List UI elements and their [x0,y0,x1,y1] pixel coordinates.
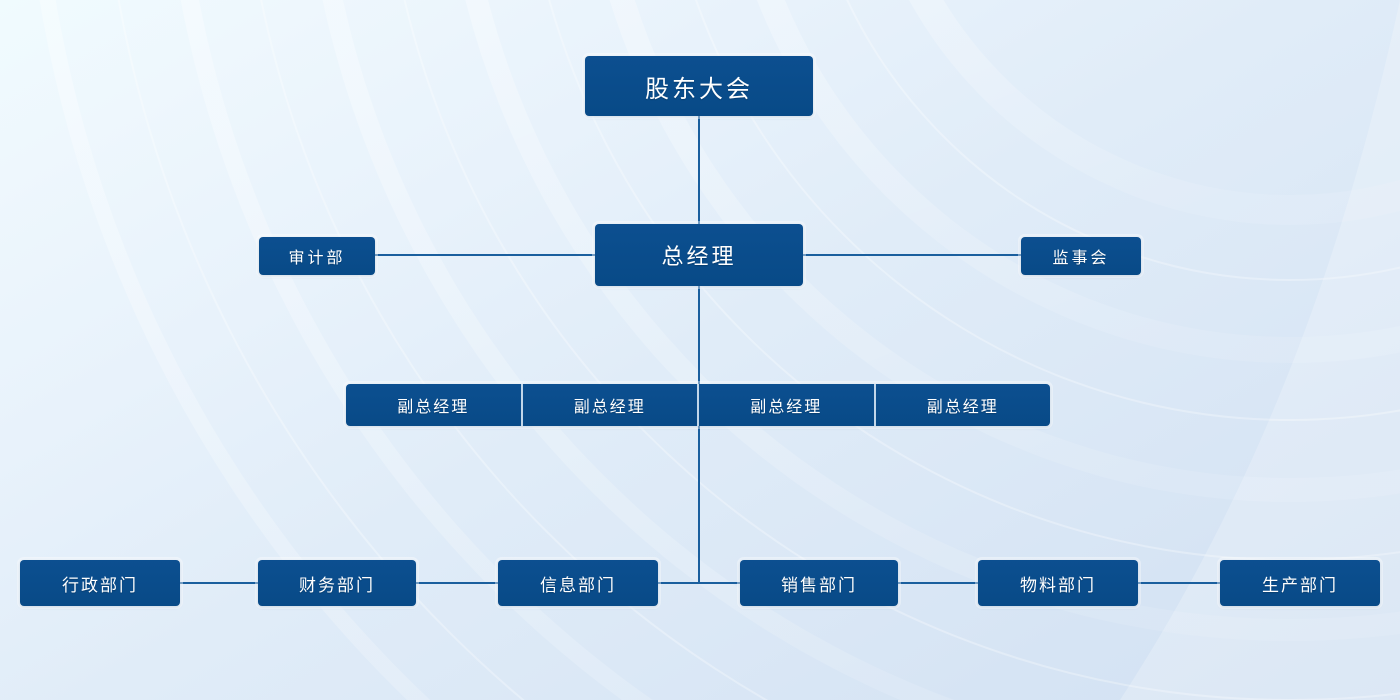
node-general-manager[interactable]: 总经理 [595,224,803,286]
node-deputy-general-manager-4[interactable]: 副总经理 [873,384,1050,426]
node-label: 监事会 [1052,250,1110,267]
node-label: 副总经理 [750,399,823,416]
node-label: 副总经理 [926,399,999,416]
node-label: 副总经理 [573,399,646,416]
node-department-administration[interactable]: 行政部门 [20,560,180,606]
node-label: 审计部 [288,250,346,267]
deputy-general-manager-group: 副总经理 副总经理 副总经理 副总经理 [346,384,1050,426]
node-label: 信息部门 [540,575,616,595]
node-label: 财务部门 [299,575,375,595]
node-board-of-supervisors[interactable]: 监事会 [1021,237,1141,275]
node-label: 销售部门 [781,575,857,595]
node-department-information[interactable]: 信息部门 [498,560,658,606]
node-label: 总经理 [661,244,737,269]
node-label: 生产部门 [1262,575,1338,595]
node-label: 副总经理 [397,399,470,416]
node-department-sales[interactable]: 销售部门 [740,560,898,606]
node-label: 行政部门 [62,575,138,595]
node-department-materials[interactable]: 物料部门 [978,560,1138,606]
node-deputy-general-manager-1[interactable]: 副总经理 [346,384,521,426]
node-label: 物料部门 [1020,575,1096,595]
node-deputy-general-manager-3[interactable]: 副总经理 [697,384,874,426]
node-shareholders-meeting[interactable]: 股东大会 [585,56,813,116]
node-department-production[interactable]: 生产部门 [1220,560,1380,606]
node-label: 股东大会 [645,75,753,103]
node-audit-department[interactable]: 审计部 [259,237,375,275]
node-deputy-general-manager-2[interactable]: 副总经理 [520,384,697,426]
node-department-finance[interactable]: 财务部门 [258,560,416,606]
